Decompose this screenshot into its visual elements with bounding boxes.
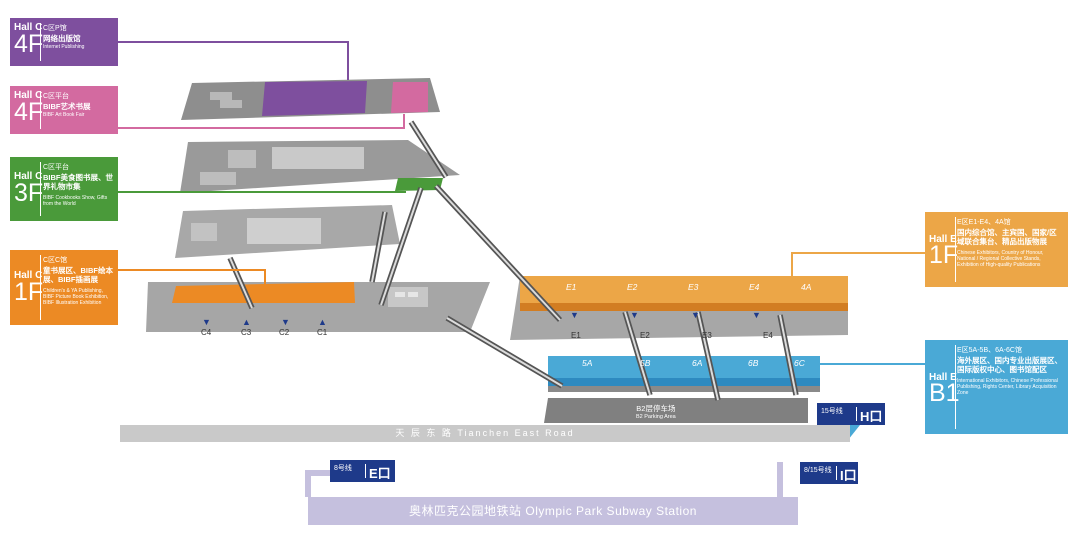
zone-en: Chinese Exhibitors, Country of Honour, N… [957,250,1044,268]
arrow-down-icon: ▼ [570,310,579,320]
connector-c1f [117,269,266,284]
hall-name: Hall C [14,22,43,33]
label-hall-e-b1: Hall E B1 E区5A-5B、6A-6C馆 海外展区、国内专业出版展区、国… [925,340,1068,434]
entrance-e1: E1 [571,331,581,340]
zone-label-e3: E3 [688,282,699,292]
connector-c4f-internet [117,41,349,80]
label-hall-c-4f-internet: Hall C 4F C区P馆 网络出版馆 Internet Publishing [10,18,118,66]
zone-label-5b: 5B [640,358,651,368]
hall-name: Hall C [14,90,43,101]
zone-cn: BIBF美食图书展、世界礼物市集 [43,173,113,191]
station-exit-e: 8号线 E口 [330,460,395,482]
zone-en: International Exhibitors, Chinese Profes… [957,378,1058,396]
entrance-c3: C3 [241,328,252,337]
station-exit-h: 15号线 H口 [817,403,885,425]
zone-cn: 国内综合馆、主宾国、国家/区域联合集台、精品出版物展 [957,228,1057,246]
connector-station-e [305,470,330,497]
station-exit: I口 [840,468,857,483]
entrance-c1: C1 [317,328,328,337]
hall-e-1f-exhibit-band [520,276,848,303]
floor-number: 4F [14,98,44,126]
entrance-c4: C4 [201,328,212,337]
entrance-e4: E4 [763,331,773,340]
label-hall-c-4f-art: Hall C 4F C区平台 BIBF艺术书展 BIBF Art Book Fa… [10,86,118,134]
zone-cn: 童书展区、BIBF绘本展、BIBF插画展 [43,266,113,284]
zone-title: C区平台 [43,93,70,100]
entrance-e3: E3 [702,331,712,340]
entrance-c2: C2 [279,328,290,337]
station-exit: H口 [860,409,883,424]
station-line: 8号线 [334,465,352,472]
floor-number: 1F [929,241,959,269]
zone-label-4a: 4A [801,282,812,292]
arrow-down-icon: ▼ [752,310,761,320]
zone-cn: 网络出版馆 [43,34,81,43]
floor-number: 3F [14,179,44,207]
hall-c-1f-children-zone [172,282,355,303]
parking-label: B2层停车场 B2 Parking Area [636,403,676,420]
zone-label-6c: 6C [794,358,805,368]
zone-cn: BIBF艺术书展 [43,102,91,111]
zone-label-5a: 5A [582,358,593,368]
zone-label-e1: E1 [566,282,577,292]
label-hall-e-1f: Hall E 1F E区E1-E4、4A馆 国内综合馆、主宾国、国家/区域联合集… [925,212,1068,287]
hall-c-4f-art-zone [391,82,428,113]
zone-title: C区平台 [43,164,70,171]
zone-en: BIBF Art Book Fair [43,112,85,118]
hall-name: Hall C [14,270,43,281]
connector-e1f [791,252,925,276]
zone-label-6b: 6B [748,358,759,368]
olympic-park-subway-station: 奥林匹克公园地铁站 Olympic Park Subway Station [308,497,798,525]
parking-en: B2 Parking Area [636,414,676,420]
zone-label-6a: 6A [692,358,703,368]
connector-c4f-art [117,114,405,129]
zone-en: Internet Publishing [43,44,85,50]
hall-name: Hall C [14,171,43,182]
floor-number: 4F [14,30,44,58]
zone-title: E区E1-E4、4A馆 [957,219,1011,226]
station-exit-i: 8/15号线 I口 [800,462,858,484]
zone-title: C区P馆 [43,25,67,32]
zone-label-e2: E2 [627,282,638,292]
connector-station-h [848,425,860,440]
label-hall-c-3f: Hall C 3F C区平台 BIBF美食图书展、世界礼物市集 BIBF Coo… [10,157,118,221]
station-exit: E口 [369,466,391,481]
label-hall-c-1f: Hall C 1F C区C馆 童书展区、BIBF绘本展、BIBF插画展 Chil… [10,250,118,325]
floor-number: 1F [14,278,44,306]
arrow-down-icon: ▼ [281,317,290,327]
hall-e-b2-parking [544,398,808,423]
hall-c-4f-internet-zone [262,81,367,116]
hall-c-3f-cookbook-zone [395,178,443,191]
zone-title: C区C馆 [43,257,68,264]
zone-en: BIBF Cookbooks Show, Gifts from the Worl… [43,195,108,207]
arrow-down-icon: ▼ [202,317,211,327]
arrow-down-icon: ▼ [630,310,639,320]
floor-number: B1 [929,379,960,407]
hall-name: Hall E [929,234,957,245]
entrance-e2: E2 [640,331,650,340]
arrow-up-icon: ▲ [242,317,251,327]
parking-cn: B2层停车场 [636,404,676,413]
arrow-up-icon: ▲ [318,317,327,327]
station-line: 8/15号线 [804,467,832,474]
hall-name: Hall E [929,372,957,383]
zone-label-e4: E4 [749,282,760,292]
arrow-down-icon: ▼ [691,310,700,320]
station-line: 15号线 [821,408,843,415]
road-tianchen-east: 天 辰 东 路 Tianchen East Road [120,425,850,442]
zone-en: Children's & YA Publishing, BIBF Picture… [43,288,109,306]
zone-title: E区5A-5B、6A-6C馆 [957,347,1022,354]
zone-cn: 海外展区、国内专业出版展区、国际版权中心、图书馆配区 [957,356,1062,374]
